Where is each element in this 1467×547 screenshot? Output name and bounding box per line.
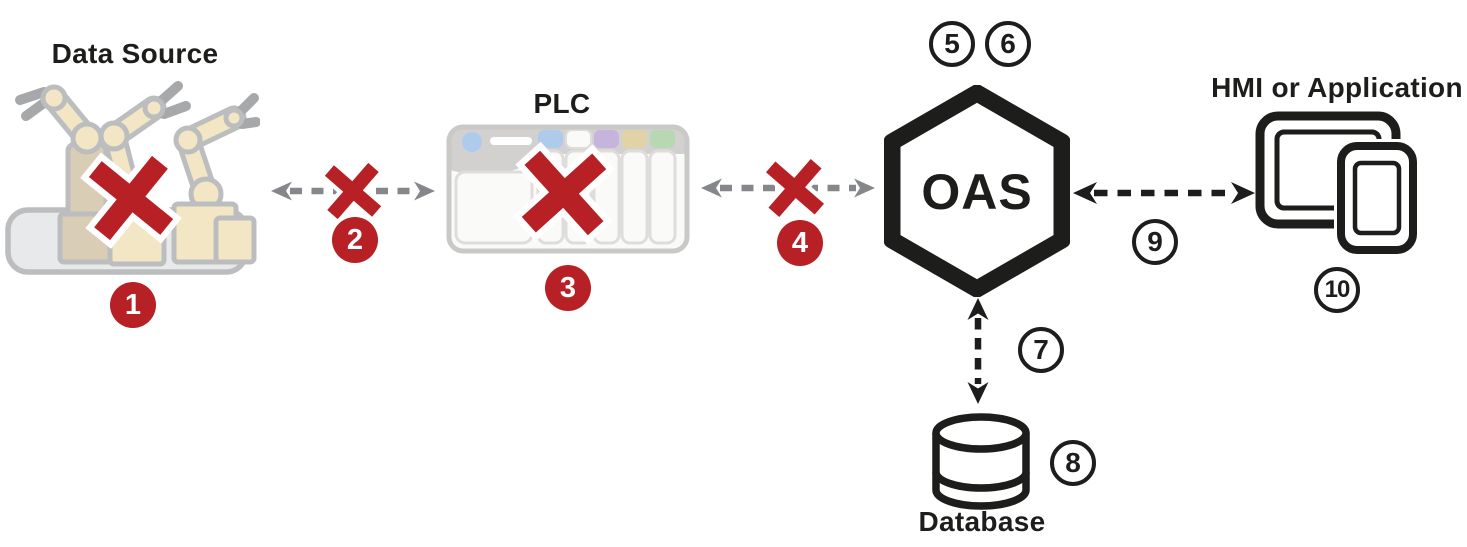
x-mark-icon — [759, 152, 831, 224]
dashed-arrow-oas-database — [967, 298, 989, 404]
step-marker-10: 10 — [1314, 267, 1360, 313]
plc-label: PLC — [533, 88, 591, 119]
dashed-arrow-source-plc — [271, 181, 435, 201]
failure-marker-1: 1 — [110, 282, 156, 328]
x-mark-icon — [318, 156, 388, 226]
oas-hexagon-icon — [884, 85, 1070, 297]
step-marker-8: 8 — [1050, 440, 1096, 486]
phone-icon — [1334, 139, 1420, 257]
database-icon — [932, 413, 1030, 510]
x-mark-icon — [512, 141, 616, 245]
step-marker-6: 6 — [985, 21, 1031, 67]
x-mark-icon — [80, 147, 182, 249]
step-marker-7: 7 — [1018, 327, 1064, 373]
failure-marker-4: 4 — [777, 220, 823, 266]
database-label: Database — [918, 506, 1046, 537]
failure-marker-2: 2 — [332, 217, 378, 263]
failure-marker-3: 3 — [545, 265, 591, 311]
oas-label: OAS — [921, 164, 1033, 220]
hmi-label: HMI or Application — [1211, 72, 1463, 103]
step-marker-9: 9 — [1132, 219, 1178, 265]
dashed-arrow-oas-hmi — [1073, 182, 1255, 204]
step-marker-5: 5 — [929, 21, 975, 67]
data-source-label: Data Source — [51, 38, 219, 69]
